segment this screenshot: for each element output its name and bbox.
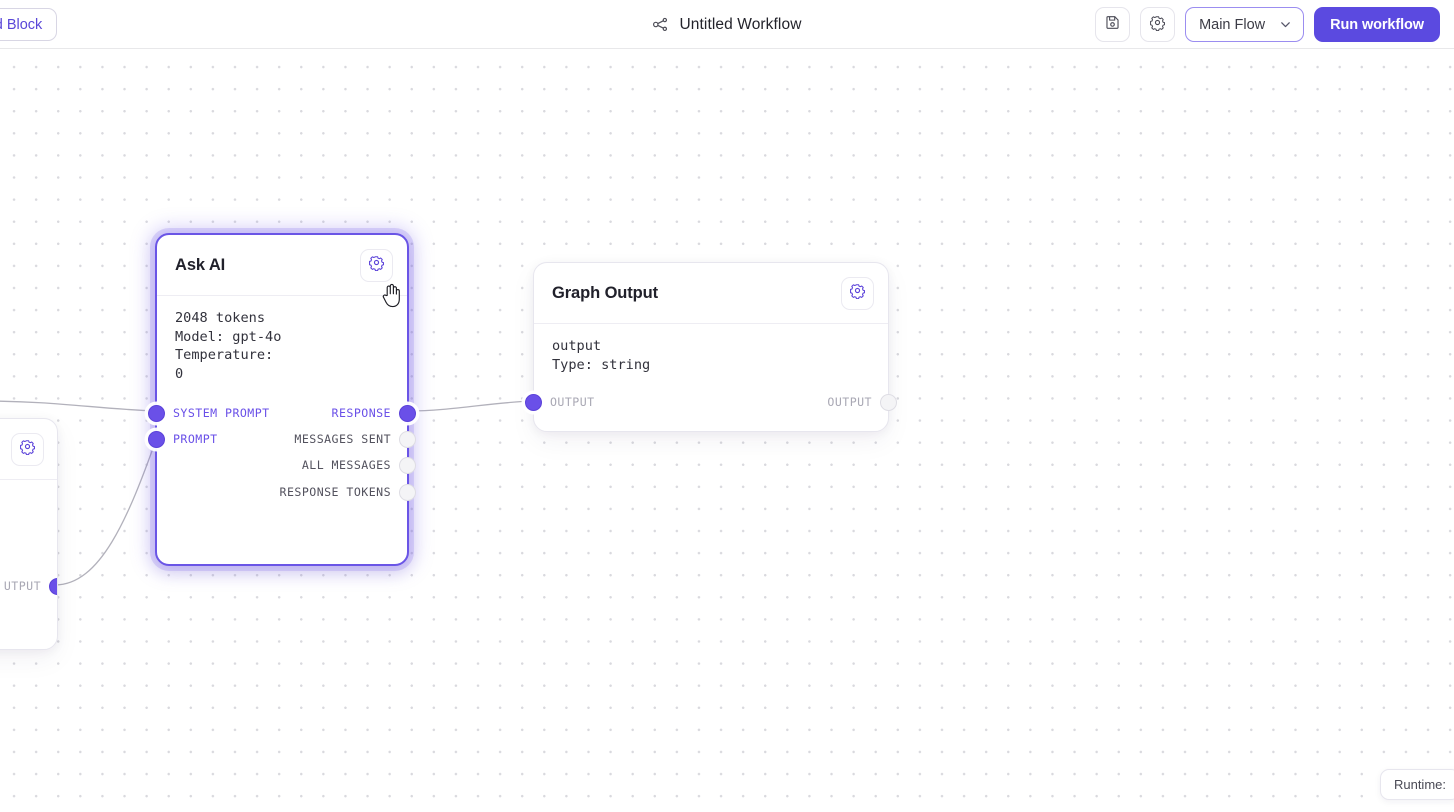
port-label: RESPONSE TOKENS <box>279 485 391 499</box>
port-label: OUTPUT <box>827 395 872 409</box>
run-workflow-button[interactable]: Run workflow <box>1314 7 1440 42</box>
port-label: RESPONSE <box>331 406 391 420</box>
gear-icon <box>19 438 36 460</box>
port-output-output[interactable]: OUTPUT <box>827 393 897 411</box>
node-title: Ask AI <box>175 255 226 274</box>
node-partial-body: pplica hat su <box>0 480 57 649</box>
edge-left-output-to-prompt <box>54 436 158 586</box>
settings-button[interactable] <box>1140 7 1176 42</box>
port-output-response-tokens[interactable]: RESPONSE TOKENS <box>280 483 416 501</box>
node-body: output Type: string <box>552 338 651 373</box>
port-dot[interactable] <box>148 404 165 422</box>
node-body: 2048 tokens Model: gpt-4o Temperature: 0 <box>175 310 282 382</box>
port-input-system-prompt[interactable]: SYSTEM PROMPT <box>148 404 270 422</box>
port-label: ALL MESSAGES <box>301 458 391 472</box>
runtime-chip[interactable]: Runtime: <box>1379 769 1454 800</box>
port-input-output[interactable]: OUTPUT <box>525 393 595 411</box>
port-dot[interactable] <box>148 430 165 448</box>
node-header: Graph Output <box>534 263 888 324</box>
runtime-label: Runtime: <box>1393 777 1446 792</box>
node-graph-output[interactable]: Graph Output output Type: string OUTPUT <box>525 262 897 432</box>
node-settings-button[interactable] <box>11 432 44 466</box>
port-output-response[interactable]: RESPONSE <box>332 404 416 422</box>
add-block-button[interactable]: Add Block <box>0 8 58 41</box>
port-input-prompt[interactable]: PROMPT <box>148 430 218 448</box>
gear-icon <box>1149 14 1166 36</box>
port-dot[interactable] <box>399 404 416 422</box>
flow-select-value: Main Flow <box>1199 16 1266 33</box>
edge-offscreen-to-system-prompt <box>0 400 158 412</box>
gear-icon <box>849 282 866 304</box>
gear-icon <box>368 254 385 276</box>
save-icon <box>1104 14 1121 36</box>
port-label: OUTPUT <box>550 395 595 409</box>
port-label: UTPUT <box>3 579 41 593</box>
port-dot[interactable] <box>49 577 57 595</box>
port-dot[interactable] <box>399 430 416 448</box>
node-header: Ask AI <box>157 235 407 296</box>
workflow-canvas[interactable]: pplica hat su UTPUT Graph Output <box>0 49 1454 812</box>
port-label: MESSAGES SENT <box>294 432 391 446</box>
workflow-graph-icon <box>652 16 669 33</box>
port-label: SYSTEM PROMPT <box>173 406 270 420</box>
node-settings-button[interactable] <box>360 248 393 282</box>
port-label: PROMPT <box>173 432 218 446</box>
header-actions: Main Flow Run workflow <box>1095 7 1440 42</box>
node-partial-line-1: pplica <box>0 530 57 549</box>
save-button[interactable] <box>1095 7 1131 42</box>
add-block-label: Add Block <box>0 16 43 33</box>
node-partial-left[interactable]: pplica hat su UTPUT <box>0 418 58 650</box>
port-dot[interactable] <box>399 456 416 474</box>
app-header: Add Block Untitled Workflow <box>0 0 1454 49</box>
port-dot[interactable] <box>880 393 897 411</box>
port-dot[interactable] <box>525 393 542 411</box>
chevron-down-icon <box>1279 18 1292 31</box>
node-partial-header <box>0 419 57 480</box>
node-ask-ai[interactable]: Ask AI 2048 tokens Model: gpt-4o Tempera… <box>148 233 416 566</box>
port-output-all-messages[interactable]: ALL MESSAGES <box>302 456 416 474</box>
port-output-messages-sent[interactable]: MESSAGES SENT <box>294 430 416 448</box>
page-title: Untitled Workflow <box>679 15 802 33</box>
port-output[interactable]: UTPUT <box>3 577 57 595</box>
node-partial-line-2: hat su <box>0 623 57 642</box>
node-title: Graph Output <box>552 283 659 302</box>
node-settings-button[interactable] <box>841 276 874 310</box>
edge-response-to-graph-output <box>408 400 534 412</box>
port-dot[interactable] <box>399 483 416 501</box>
flow-select[interactable]: Main Flow <box>1185 7 1305 42</box>
